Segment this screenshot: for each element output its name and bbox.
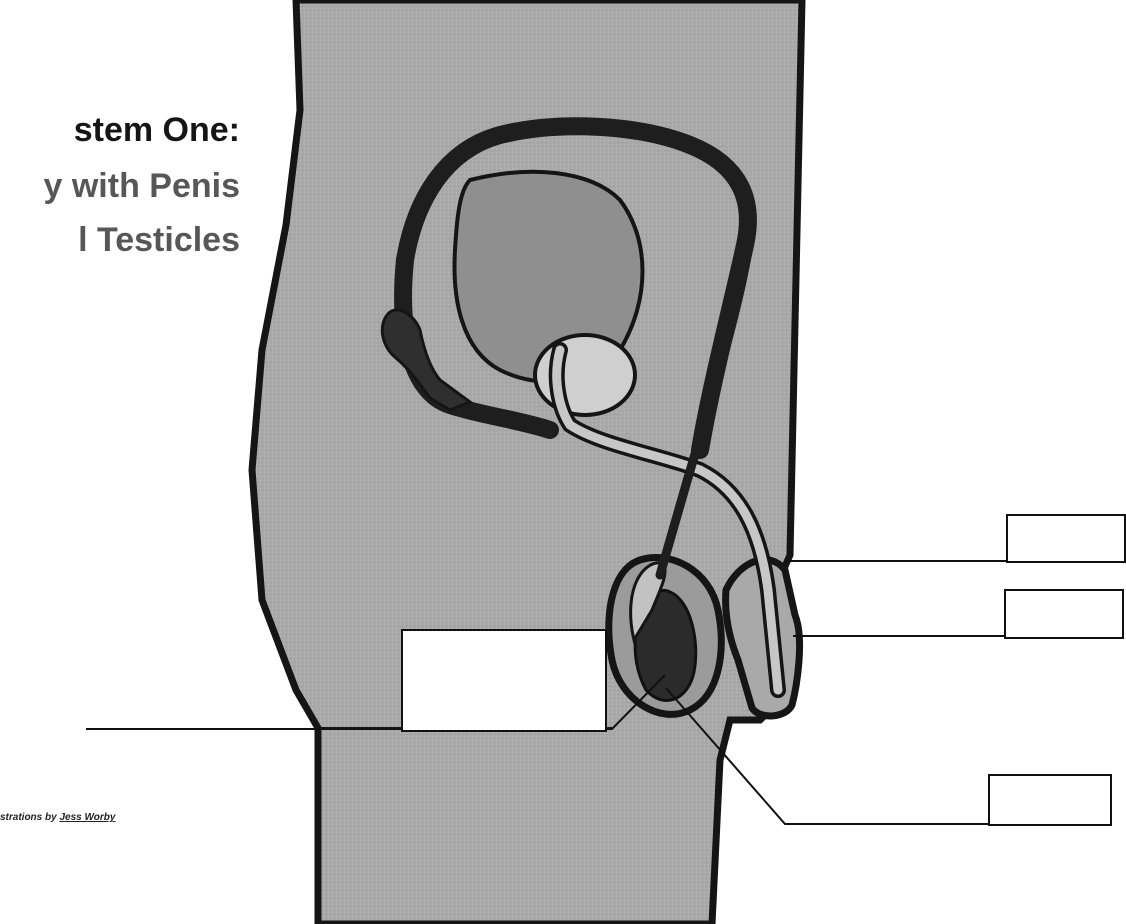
credit-prefix: strations by xyxy=(0,812,59,823)
label-box-scrotum[interactable] xyxy=(988,774,1112,826)
title-line-2: y with Penis xyxy=(44,166,241,206)
title-line-1: stem One: xyxy=(74,110,240,150)
credit-author: Jess Worby xyxy=(59,812,115,823)
label-box-urethra-opening[interactable] xyxy=(1004,589,1124,639)
illustration-credit: strations by Jess Worby xyxy=(0,812,115,823)
label-box-testicle[interactable] xyxy=(401,629,607,732)
title-line-3: l Testicles xyxy=(78,220,240,260)
label-box-penis[interactable] xyxy=(1006,514,1126,563)
